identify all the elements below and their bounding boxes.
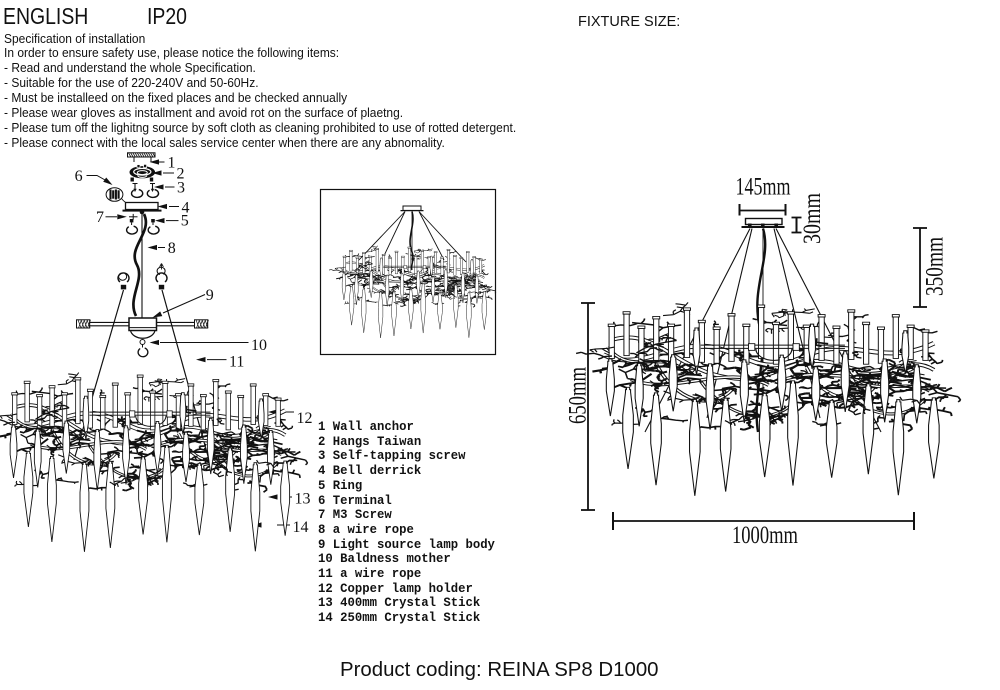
svg-text:1: 1 — [168, 155, 176, 172]
svg-text:350mm: 350mm — [920, 237, 949, 296]
svg-text:14: 14 — [293, 519, 309, 536]
svg-text:145mm: 145mm — [736, 172, 791, 201]
svg-text:12: 12 — [297, 410, 313, 427]
svg-text:30mm: 30mm — [797, 193, 826, 244]
svg-text:5: 5 — [181, 213, 189, 230]
svg-text:6: 6 — [75, 168, 83, 185]
svg-text:10: 10 — [251, 337, 267, 354]
svg-text:2: 2 — [177, 166, 185, 183]
svg-text:8: 8 — [168, 240, 176, 257]
svg-text:650mm: 650mm — [563, 367, 592, 424]
svg-text:7: 7 — [96, 209, 104, 226]
svg-text:9: 9 — [206, 287, 214, 304]
svg-text:3: 3 — [177, 179, 185, 196]
svg-text:4: 4 — [182, 200, 190, 217]
svg-text:11: 11 — [229, 353, 244, 370]
svg-text:1000mm: 1000mm — [732, 520, 798, 549]
svg-text:13: 13 — [295, 491, 311, 508]
